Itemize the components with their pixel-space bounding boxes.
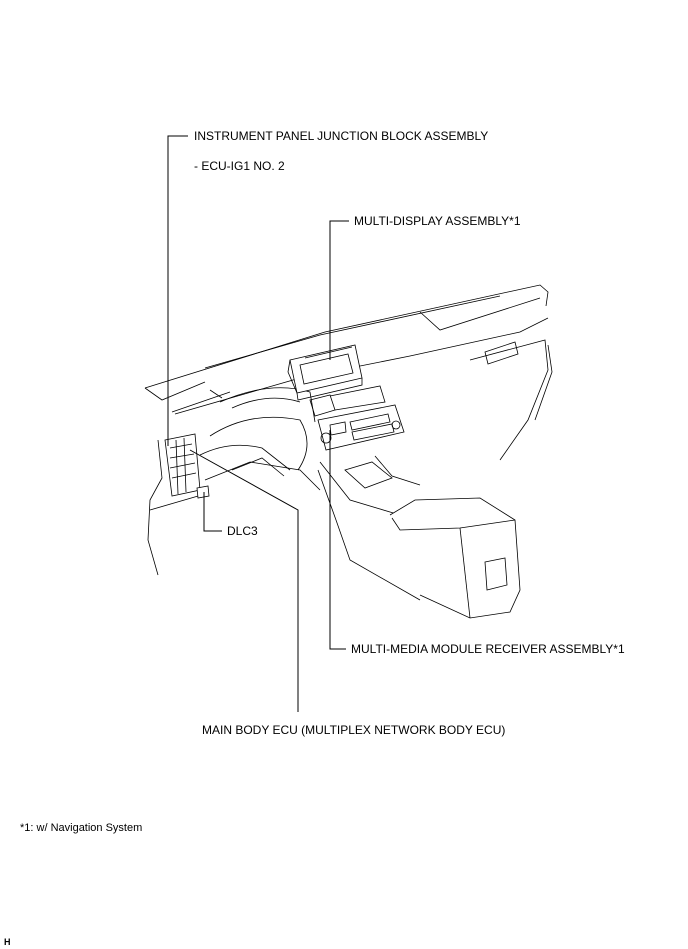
dlc3-label: DLC3 bbox=[227, 524, 258, 538]
dashboard-outline bbox=[144, 284, 553, 619]
leader-lines bbox=[167, 135, 349, 712]
multi-display-unit bbox=[287, 344, 363, 401]
dlc3-connector bbox=[196, 485, 210, 499]
junction-block-unit bbox=[164, 433, 201, 497]
ecu-ig1-label: - ECU-IG1 NO. 2 bbox=[194, 159, 285, 173]
footnote: *1: w/ Navigation System bbox=[20, 822, 143, 834]
multimedia-receiver-label: MULTI-MEDIA MODULE RECEIVER ASSEMBLY*1 bbox=[351, 642, 625, 656]
multi-display-label: MULTI-DISPLAY ASSEMBLY*1 bbox=[354, 214, 521, 228]
junction-block-label: INSTRUMENT PANEL JUNCTION BLOCK ASSEMBLY bbox=[194, 129, 489, 143]
multimedia-receiver-unit bbox=[309, 385, 405, 451]
main-body-ecu-label: MAIN BODY ECU (MULTIPLEX NETWORK BODY EC… bbox=[202, 723, 506, 737]
corner-code: H bbox=[4, 937, 11, 947]
